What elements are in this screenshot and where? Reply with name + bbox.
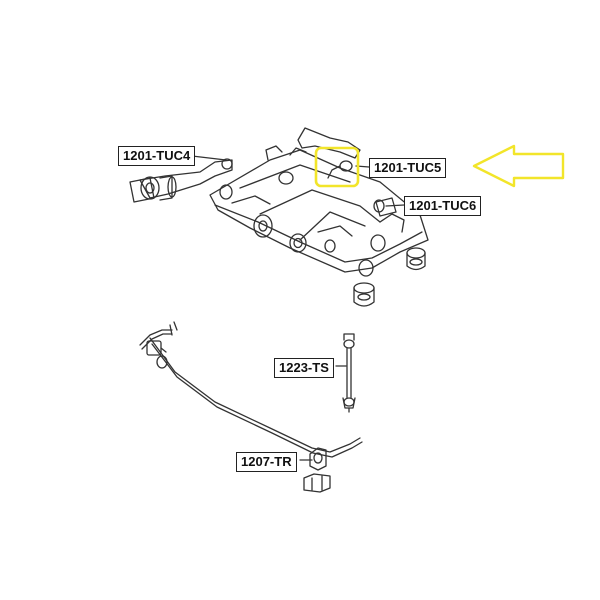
part-label-1201-tuc4: 1201-TUC4 (118, 146, 196, 166)
part-label-1223-ts: 1223-TS (274, 358, 334, 378)
subframe-bushing-right (406, 247, 426, 271)
part-label-1207-tr: 1207-TR (236, 452, 297, 472)
highlight-box (314, 146, 360, 188)
subframe-bushing-lower (353, 282, 375, 307)
stabilizer-bushing-1207-tr (303, 447, 331, 493)
stabilizer-link-1223-ts (342, 333, 356, 413)
bushing-1201-tuc6 (373, 197, 397, 217)
leader-lines (191, 155, 405, 461)
rear-subframe (209, 145, 429, 277)
stabilizer-bar (139, 321, 363, 458)
part-label-1201-tuc6: 1201-TUC6 (404, 196, 482, 216)
part-label-1201-tuc5: 1201-TUC5 (369, 158, 447, 178)
lateral-arm-1201-tuc4 (129, 158, 233, 203)
pointer-arrow (472, 144, 565, 188)
